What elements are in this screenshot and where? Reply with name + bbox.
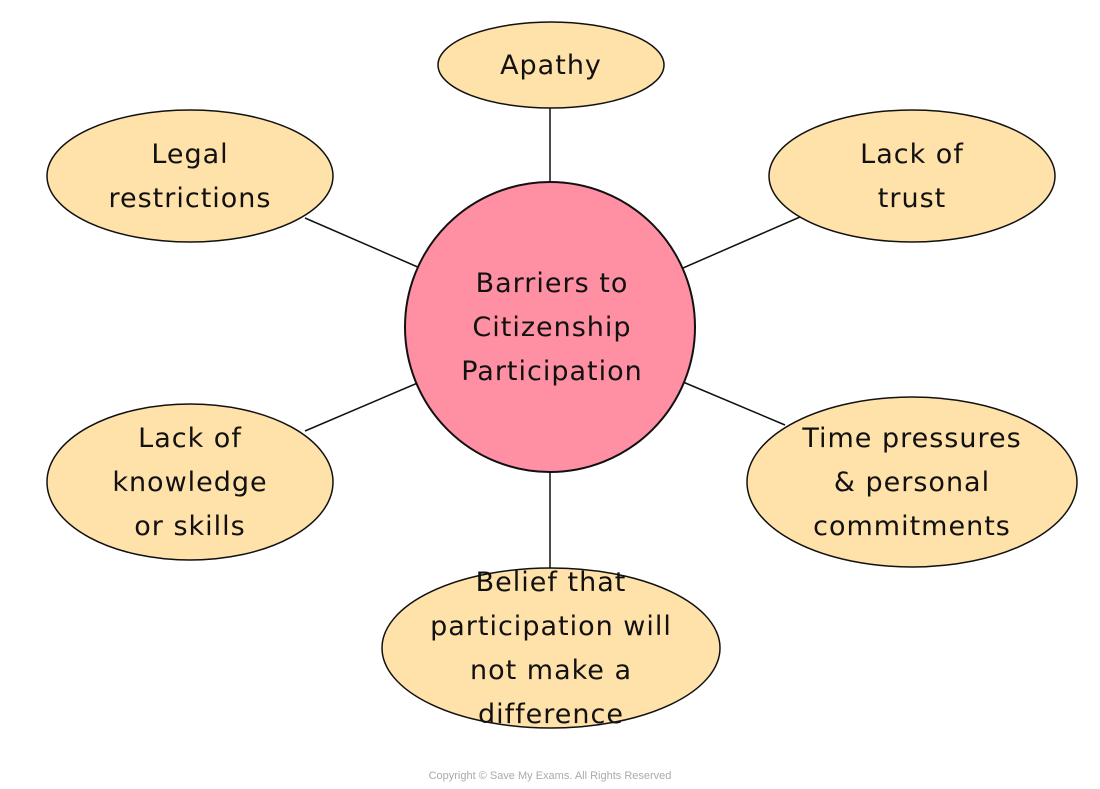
- node-ellipse: [768, 109, 1056, 243]
- node-ellipse: [437, 21, 665, 109]
- copyright-text: Copyright © Save My Exams. All Rights Re…: [428, 770, 672, 782]
- node-label-line: Participation: [461, 356, 643, 387]
- node-ellipse: [46, 109, 334, 243]
- node-lack-of-knowledge: Lack of knowledge or skills: [46, 403, 334, 561]
- node-label-line: Barriers to: [476, 268, 629, 299]
- node-label-line: Lack of: [138, 423, 242, 454]
- node-apathy: Apathy: [437, 21, 665, 109]
- node-label-line: & personal: [834, 467, 990, 498]
- node-label-line: Time pressures: [801, 423, 1021, 454]
- node-label-line: restrictions: [108, 183, 271, 214]
- node-ellipse: [746, 396, 1078, 568]
- node-label-line: Belief that: [476, 567, 627, 598]
- center-circle: [404, 181, 696, 473]
- node-label-line: Lack of: [860, 139, 964, 170]
- node-label-line: or skills: [134, 511, 245, 542]
- node-time-pressures: Time pressures & personal commitments: [746, 396, 1078, 568]
- node-ellipse: [46, 403, 334, 561]
- node-ellipse: [381, 567, 721, 729]
- connector-lack-of-knowledge: [304, 381, 421, 432]
- node-belief-no-difference: Belief that participation will not make a d…: [381, 567, 721, 730]
- node-label-line: Legal: [151, 139, 228, 170]
- connector-lack-of-trust: [682, 216, 801, 269]
- node-label-line: participation will: [430, 611, 672, 642]
- node-label-line: Apathy: [500, 50, 602, 81]
- node-label-line: difference: [478, 699, 624, 730]
- connector-legal-restrictions: [304, 217, 421, 269]
- node-lack-of-trust: Lack of trust: [768, 109, 1056, 243]
- node-label-line: trust: [878, 183, 946, 214]
- node-label-line: Citizenship: [472, 312, 631, 343]
- node-label-line: commitments: [813, 511, 1011, 542]
- connector-time-pressures: [682, 381, 786, 426]
- node-label-line: knowledge: [112, 467, 267, 498]
- node-label-line: not make a: [470, 655, 632, 686]
- node-legal-restrictions: Legal restrictions: [46, 109, 334, 243]
